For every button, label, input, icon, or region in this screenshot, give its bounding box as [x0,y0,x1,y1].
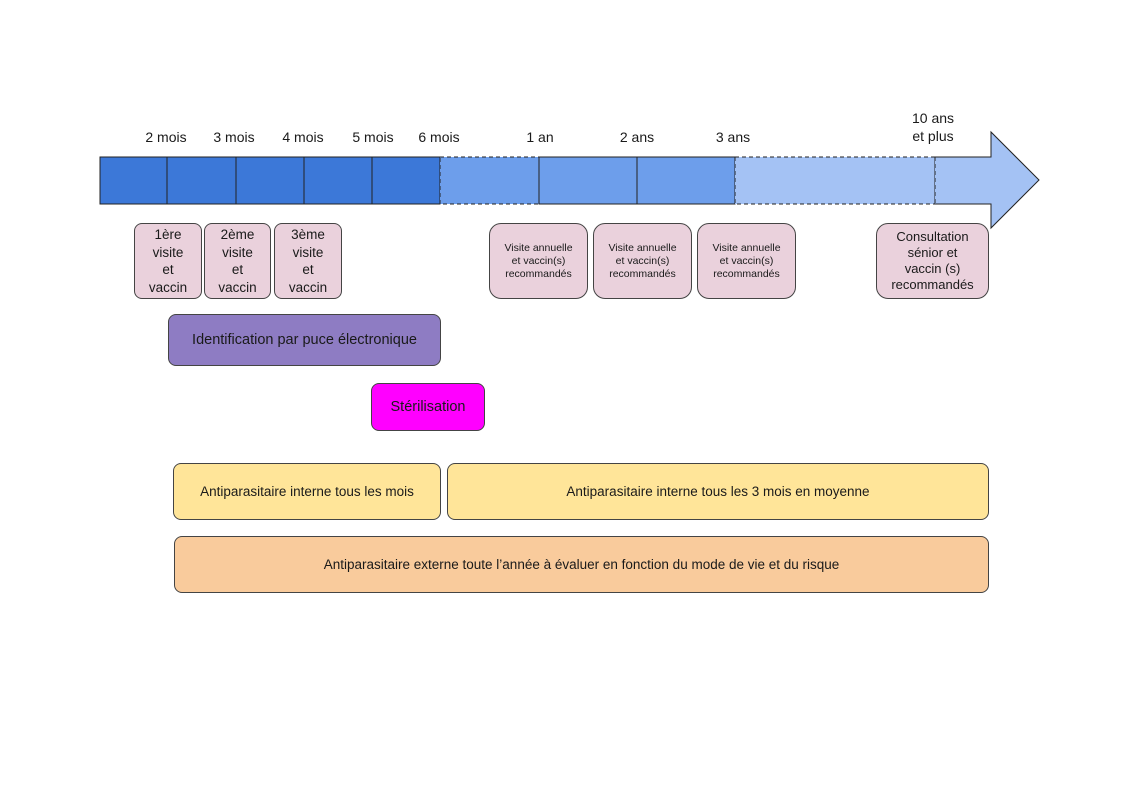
segment-3-10-ans [734,156,936,205]
segment-3-mois [166,156,237,205]
tick-1-an: 1 an [526,129,554,145]
sterilisation-bar: Stérilisation [371,383,485,431]
antiparasitaire-externe-bar: Antiparasitaire externe toute l’année à … [174,536,989,593]
annual-visit-2: Visite annuelle et vaccin(s) recommandés [593,223,692,299]
segment-5-mois [303,156,373,205]
tick-2-mois: 2 mois [145,129,187,145]
tick-3-mois: 3 mois [213,129,255,145]
annual-visit-1: Visite annuelle et vaccin(s) recommandés [489,223,588,299]
tick-5-mois: 5 mois [352,129,394,145]
segment-3-ans [636,156,736,205]
segment-4-mois [235,156,305,205]
annual-visit-3: Visite annuelle et vaccin(s) recommandés [697,223,796,299]
segment-2-ans [538,156,638,205]
segment-1-an [439,156,540,205]
visit-1: 1ère visite et vaccin [134,223,202,299]
segment-6-mois [371,156,441,205]
tick-3-ans: 3 ans [715,129,751,145]
tick-6-mois: 6 mois [418,129,460,145]
senior-consultation: Consultation sénior et vaccin (s) recomm… [876,223,989,299]
visit-2: 2ème visite et vaccin [204,223,271,299]
visit-3: 3ème visite et vaccin [274,223,342,299]
arrow-head [935,130,1040,230]
antiparasitaire-interne-quarterly-bar: Antiparasitaire interne tous les 3 mois … [447,463,989,520]
tick-2-ans: 2 ans [619,129,655,145]
tick-10-ans-et-plus: 10 ans et plus [911,110,955,144]
tick-4-mois: 4 mois [282,129,324,145]
antiparasitaire-interne-monthly-bar: Antiparasitaire interne tous les mois [173,463,441,520]
identification-bar: Identification par puce électronique [168,314,441,366]
segment-2-mois [99,156,168,205]
